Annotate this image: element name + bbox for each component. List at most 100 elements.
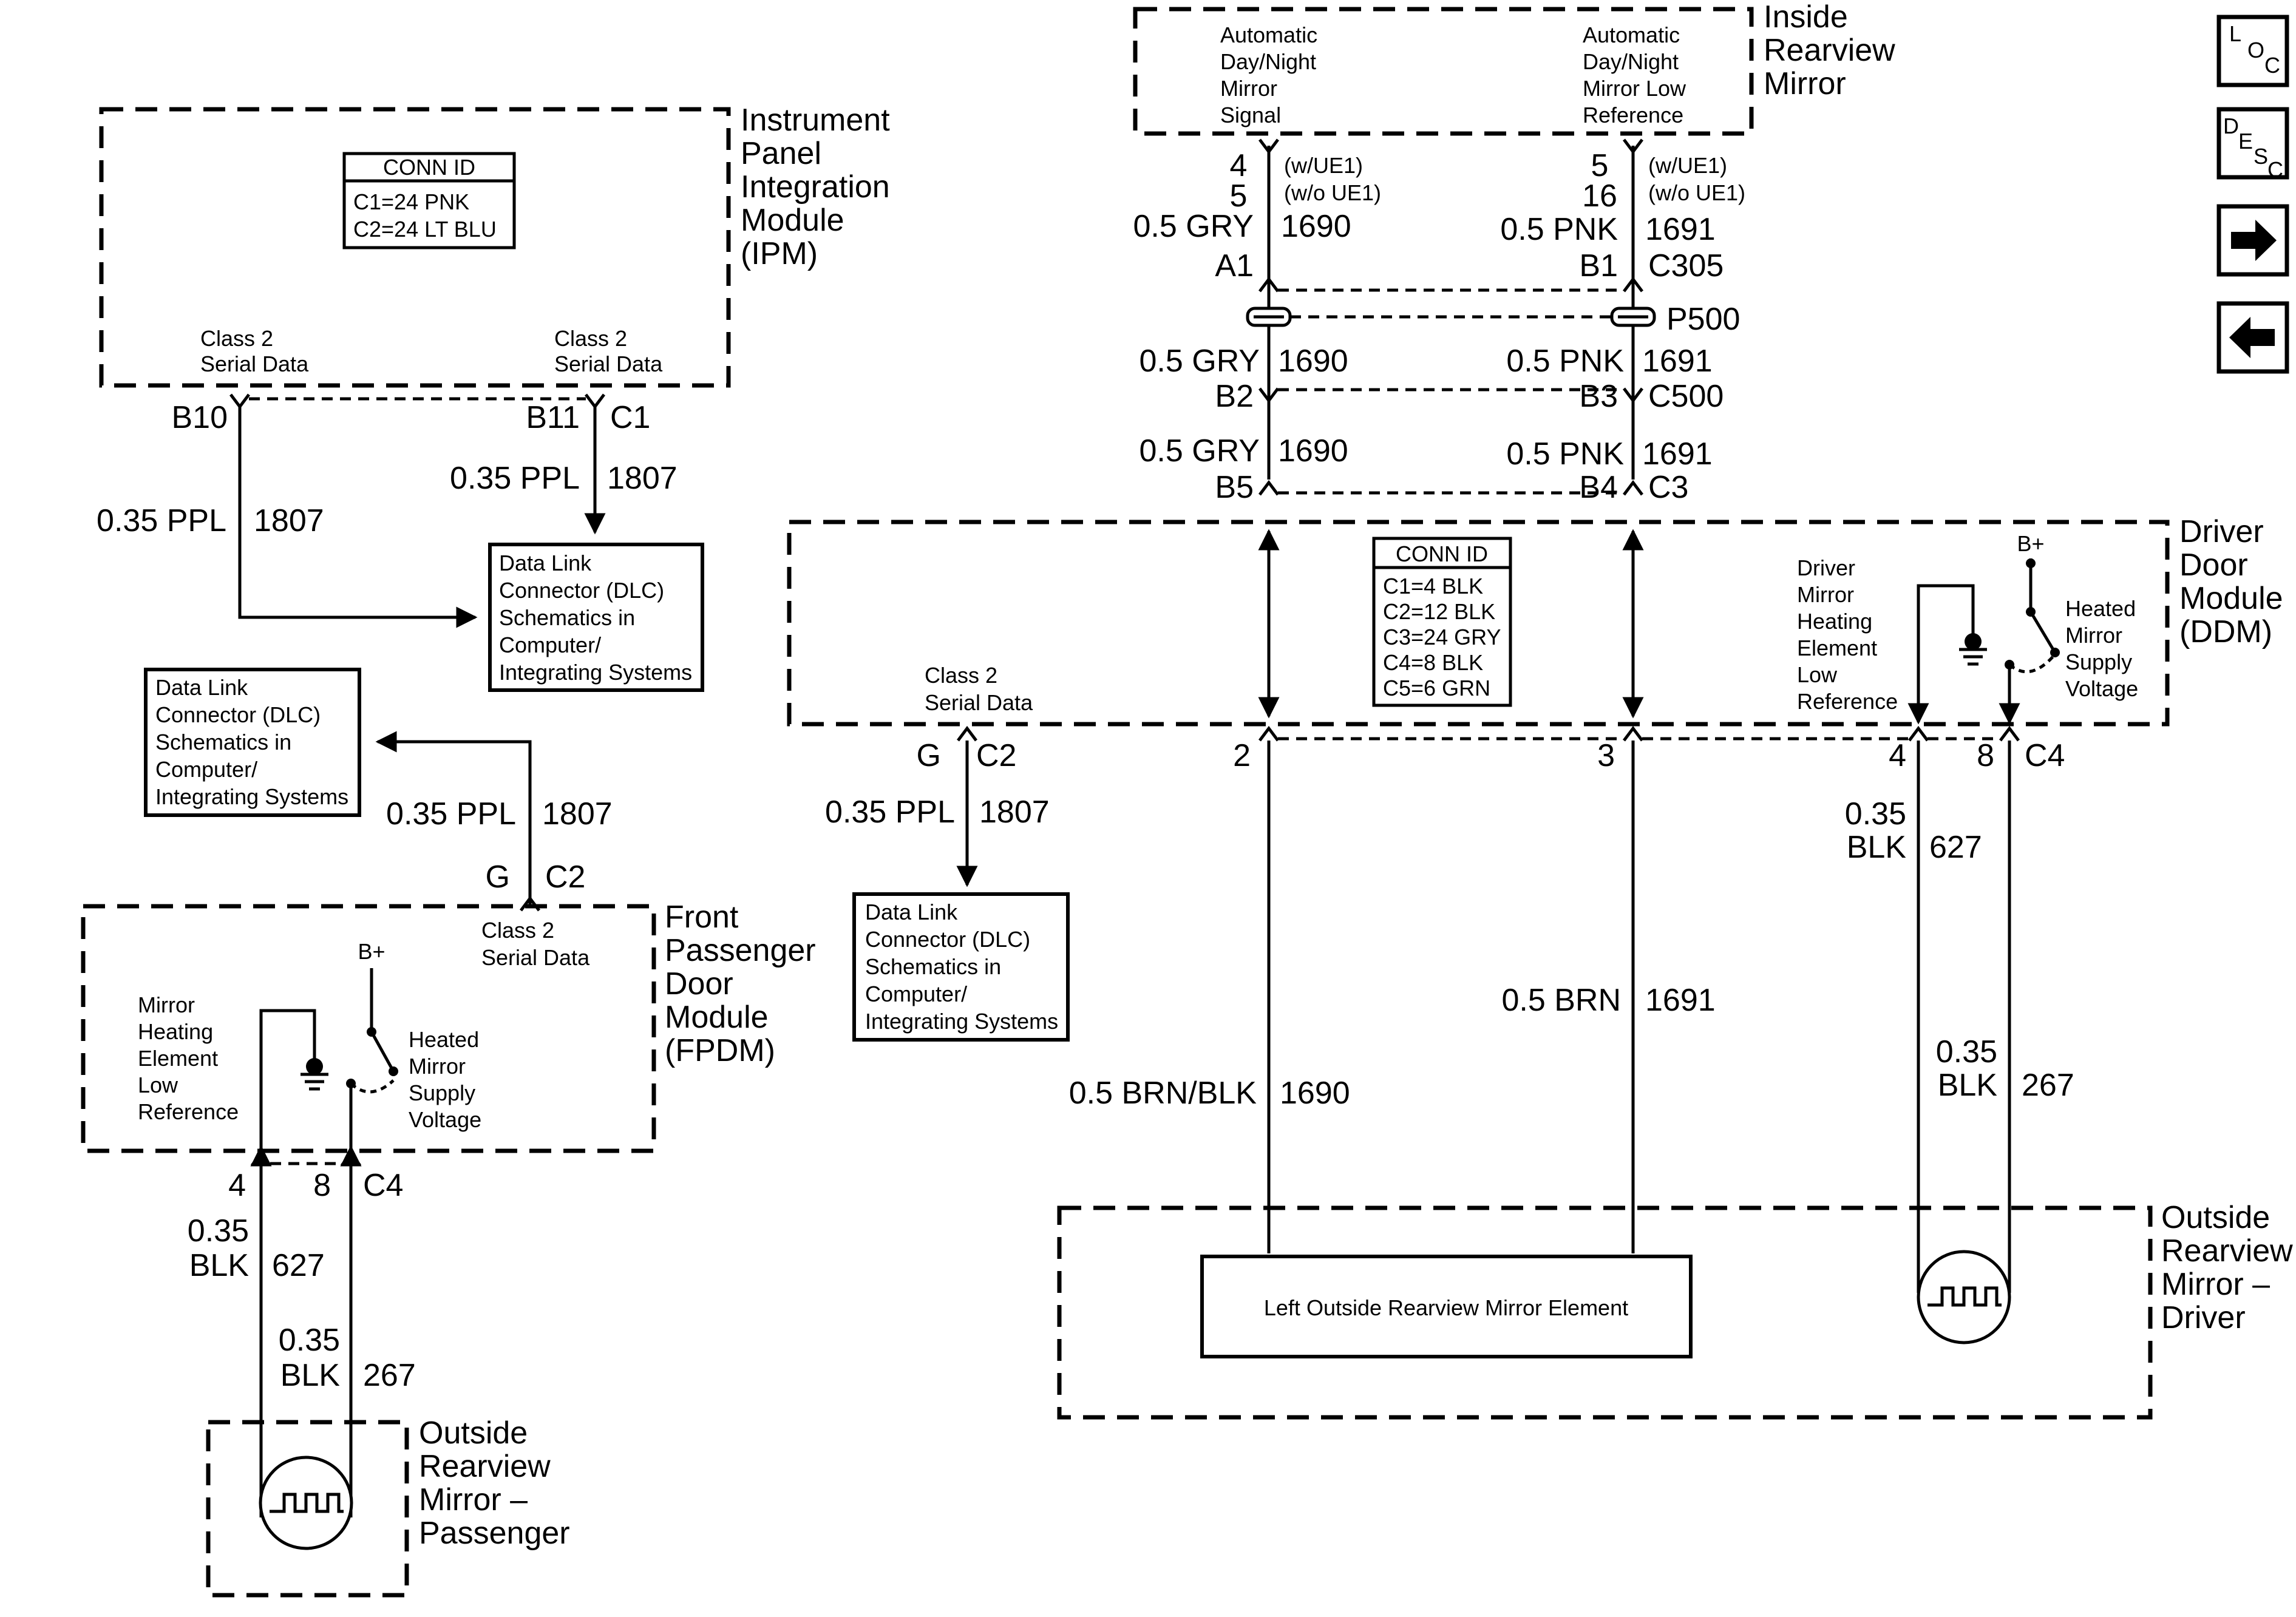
svg-text:267: 267: [363, 1358, 416, 1393]
svg-text:0.5 BRN/BLK: 0.5 BRN/BLK: [1069, 1076, 1257, 1111]
svg-text:Data Link Connector (DLC: Data Link Connector (DLC) Schematics in …: [155, 675, 348, 809]
left-mirror-element-label: Left Outside Rearview Mirror Element: [1264, 1295, 1628, 1320]
outside-mirror-passenger: Outside Rearview Mirror – Passenger: [206, 1415, 570, 1598]
connector-forks-upper: [1258, 138, 1643, 496]
outside-mirror-driver-title: Outside Rearview Mirror – Driver: [2161, 1200, 2296, 1335]
svg-text:(w/o UE1): (w/o UE1): [1284, 180, 1381, 205]
svg-text:1807: 1807: [607, 461, 678, 496]
svg-text:C2=24 LT BLU: C2=24 LT BLU: [353, 217, 497, 242]
fpdm-supply-label: Heated Mirror Supply Voltage: [409, 1027, 485, 1132]
ipm-conn-id: CONN ID C1=24 PNK C2=24 LT BLU: [342, 152, 516, 249]
ddm-output-wire-labels: 0.5 BRN/BLK 1690 0.5 BRN 1691 0.35 BLK 6…: [1069, 796, 2074, 1111]
ipm-wires: [229, 393, 606, 628]
svg-text:1690: 1690: [1278, 344, 1348, 379]
svg-text:L: L: [2229, 21, 2241, 46]
fpdm-internal-circuit: [259, 968, 395, 1149]
upper-labels: 4 5 (w/UE1) (w/o UE1) 5 16 (w/UE1) (w/o …: [1133, 148, 1746, 505]
fpdm-module: Front Passenger Door Module (FPDM) Class…: [81, 900, 816, 1153]
ddm-heat-ref-label: Driver Mirror Heating Element Low Refere…: [1797, 555, 1898, 714]
svg-text:0.35 PPL: 0.35 PPL: [825, 795, 955, 830]
desc-button[interactable]: D E S C: [2216, 107, 2289, 182]
left-mirror-element: [1200, 1255, 1693, 1358]
ddm-serial-label: Class 2 Serial Data: [925, 663, 1033, 715]
svg-text:0.35 PPL: 0.35 PPL: [450, 461, 580, 496]
svg-text:0.5 GRY: 0.5 GRY: [1140, 344, 1260, 379]
svg-text:4: 4: [228, 1168, 246, 1203]
svg-text:1690: 1690: [1278, 433, 1348, 469]
inside-mirror-title: Inside Rearview Mirror: [1764, 0, 1904, 101]
svg-text:B11: B11: [526, 400, 580, 435]
dlc-box-fpdm: Data Link Connector (DLC) Schematics in …: [144, 668, 361, 817]
fpdm-bplus: B+: [358, 939, 385, 964]
ddm-output-wires: [1267, 741, 2011, 1293]
dlc-box-ipm: Data Link Connector (DLC) Schematics in …: [488, 543, 704, 692]
svg-text:1691: 1691: [1642, 436, 1713, 472]
ipm-title: Instrument Panel Integration Module (IPM…: [741, 103, 898, 271]
svg-text:CONN ID: CONN ID: [383, 155, 475, 180]
svg-text:G: G: [917, 738, 941, 773]
svg-text:(w/o UE1): (w/o UE1): [1648, 180, 1745, 205]
svg-text:0.35: 0.35: [188, 1213, 249, 1249]
svg-text:C5=6 GRN: C5=6 GRN: [1383, 676, 1490, 700]
ddm-conn-id: CONN ID C1=4 BLK C2=12 BLK C3=24 GRY C4=…: [1372, 537, 1512, 707]
svg-text:S: S: [2254, 144, 2268, 169]
svg-text:8: 8: [1977, 738, 1994, 773]
fpdm-serial-label: Class 2 Serial Data: [481, 918, 590, 970]
svg-text:O: O: [2247, 38, 2264, 63]
svg-text:C4: C4: [2025, 738, 2065, 773]
svg-text:1691: 1691: [1645, 212, 1716, 247]
svg-text:5: 5: [1591, 148, 1609, 183]
svg-text:C: C: [2264, 53, 2280, 78]
forward-button[interactable]: [2216, 204, 2289, 277]
svg-text:627: 627: [1929, 830, 1982, 865]
svg-text:5: 5: [1230, 178, 1248, 214]
ddm-module: Driver Door Module (DDM) CONN ID C1=4 BL…: [787, 514, 2283, 727]
svg-text:0.5 GRY: 0.5 GRY: [1140, 433, 1260, 469]
back-button[interactable]: [2216, 301, 2289, 374]
svg-text:D: D: [2223, 114, 2239, 138]
svg-text:1690: 1690: [1281, 209, 1351, 244]
ddm-pass-wires: [1258, 529, 2020, 725]
svg-text:0.35: 0.35: [1845, 796, 1906, 832]
svg-text:0.35 PPL: 0.35 PPL: [386, 796, 516, 832]
svg-text:C1=4 BLK: C1=4 BLK: [1383, 574, 1483, 598]
svg-text:P500: P500: [1666, 302, 1740, 337]
svg-text:3: 3: [1597, 738, 1615, 773]
svg-text:E: E: [2238, 129, 2253, 154]
svg-text:Data Link Connector (DLC: Data Link Connector (DLC) Schematics in …: [499, 551, 692, 685]
svg-text:C2: C2: [976, 738, 1016, 773]
arrow-left-icon: [2229, 317, 2275, 358]
svg-text:(w/UE1): (w/UE1): [1284, 153, 1363, 178]
ipm-serial-right: Class 2 Serial Data: [554, 326, 663, 376]
svg-text:B4: B4: [1579, 470, 1618, 505]
fpdm-output-wires: [250, 1145, 362, 1517]
svg-text:C1: C1: [610, 400, 650, 435]
mirror-signal-label: Automatic Day/Night Mirror Signal: [1220, 22, 1323, 127]
svg-text:8: 8: [313, 1168, 331, 1203]
heater-symbol-icon: [270, 1493, 344, 1513]
svg-text:C4: C4: [363, 1168, 403, 1203]
svg-text:16: 16: [1582, 178, 1617, 214]
ddm-serial-labels: 0.35 PPL 1807: [825, 795, 1050, 830]
ddm-bottom-forks: [957, 725, 2020, 742]
ddm-supply-label: Heated Mirror Supply Voltage: [2065, 596, 2142, 701]
svg-text:1690: 1690: [1280, 1076, 1350, 1111]
svg-text:C305: C305: [1648, 248, 1724, 283]
svg-text:BLK: BLK: [1938, 1068, 1998, 1103]
svg-text:C3: C3: [1648, 470, 1688, 505]
svg-text:0.5 PNK: 0.5 PNK: [1500, 212, 1618, 247]
ipm-wire-labels: B10 B11 C1 0.35 PPL 1807 0.35 PPL 1807: [97, 400, 678, 538]
fpdm-output-labels: 4 8 C4 0.35 BLK 627 0.35 BLK 267: [188, 1168, 416, 1393]
loc-button[interactable]: L O C: [2216, 15, 2289, 87]
svg-text:BLK: BLK: [1847, 830, 1907, 865]
p500-connector: [1246, 307, 1656, 327]
svg-text:C1=24 PNK: C1=24 PNK: [353, 189, 469, 214]
svg-text:4: 4: [1230, 148, 1248, 183]
svg-text:C3=24 GRY: C3=24 GRY: [1383, 625, 1501, 649]
fpdm-ground-dot: [306, 1058, 323, 1075]
svg-text:BLK: BLK: [280, 1358, 341, 1393]
ddm-ground-dot: [1965, 633, 1982, 650]
svg-text:C500: C500: [1648, 379, 1724, 414]
svg-text:0.5 PNK: 0.5 PNK: [1506, 436, 1624, 472]
